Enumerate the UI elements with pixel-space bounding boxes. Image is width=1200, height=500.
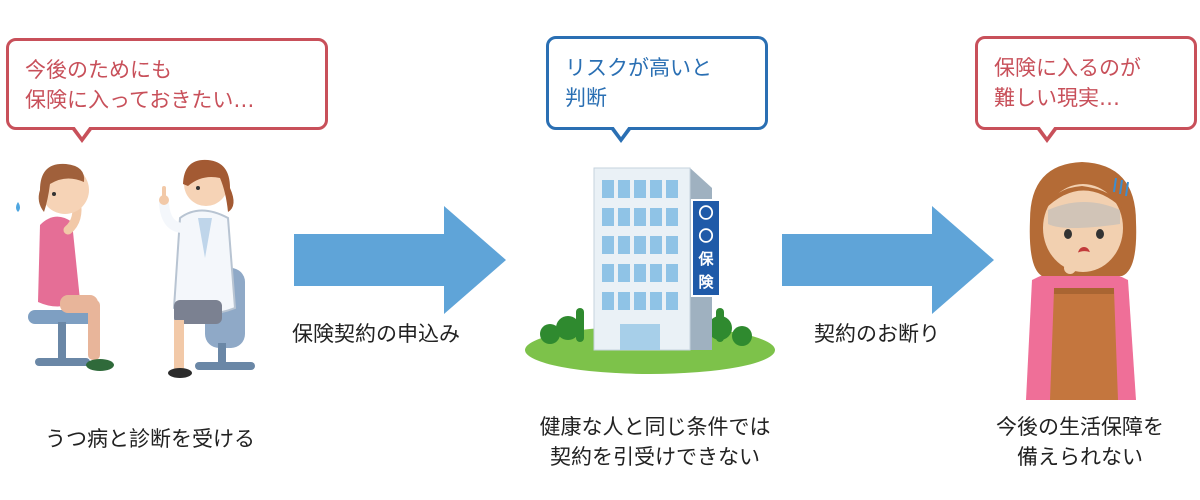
worried-woman-illustration xyxy=(1026,162,1137,400)
woman-thought-bubble: 保険に入るのが 難しい現実… xyxy=(975,36,1197,130)
stage3-caption: 今後の生活保障を 備えられない xyxy=(960,412,1200,472)
right-arrow-icon xyxy=(782,206,994,314)
caption-line: 健康な人と同じ条件では xyxy=(539,415,771,439)
sign-char: 保 xyxy=(698,250,714,268)
caption-line: 備えられない xyxy=(1017,445,1143,469)
insurance-building-illustration xyxy=(525,167,775,374)
bubble-line: 保険に入るのが xyxy=(994,56,1141,80)
caption-line: 今後の生活保障を xyxy=(996,415,1164,439)
stage2-caption: 健康な人と同じ条件では 契約を引受けできない xyxy=(490,412,820,472)
bubble-line: 難しい現実… xyxy=(994,86,1120,110)
patient-illustration xyxy=(16,163,114,371)
bubble-line: 今後のためにも xyxy=(25,58,172,82)
bubble-line: リスクが高いと xyxy=(565,56,712,80)
doctor-illustration xyxy=(159,159,255,378)
patient-thought-bubble: 今後のためにも 保険に入っておきたい… xyxy=(6,38,328,130)
caption-line: 契約を引受けできない xyxy=(550,445,760,469)
bubble-tail-inner xyxy=(1039,126,1055,137)
stage1-caption: うつ病と診断を受ける xyxy=(0,424,300,454)
bubble-tail-inner xyxy=(613,126,629,137)
right-arrow-icon xyxy=(294,206,506,314)
bubble-tail-inner xyxy=(74,126,90,137)
arrow2-label: 契約のお断り xyxy=(814,322,940,346)
arrow1-label: 保険契約の申込み xyxy=(292,322,460,346)
sign-char: 険 xyxy=(698,273,714,291)
insurer-thought-bubble: リスクが高いと 判断 xyxy=(546,36,768,130)
bubble-line: 保険に入っておきたい… xyxy=(25,88,255,112)
caption-line: うつ病と診断を受ける xyxy=(45,427,255,451)
sign-char: 〇 xyxy=(698,227,714,245)
building-sign-text: 〇 〇 保 険 xyxy=(692,202,720,294)
bubble-line: 判断 xyxy=(565,86,607,110)
sign-char: 〇 xyxy=(698,204,714,222)
